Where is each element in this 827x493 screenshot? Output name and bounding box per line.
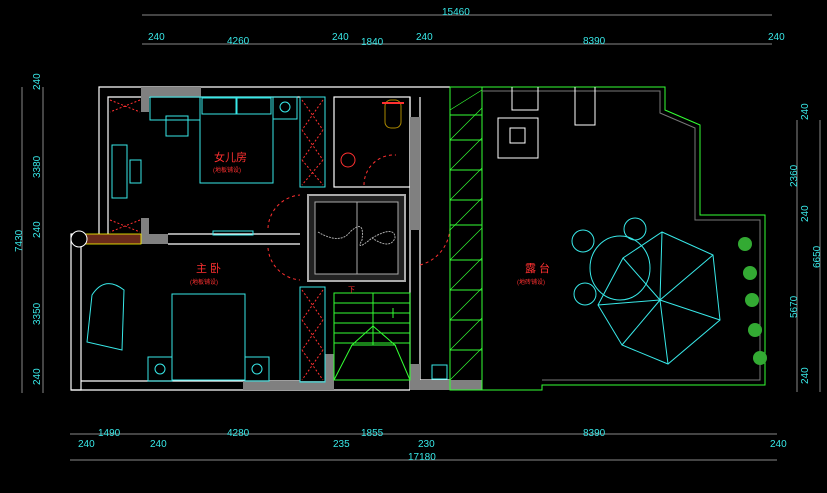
dim-right: 2360 (789, 164, 800, 187)
stairs (333, 292, 411, 381)
center-feature (307, 194, 406, 282)
room-label-master: 主 卧 (196, 262, 221, 275)
dim-bottom: 4280 (227, 428, 250, 439)
room-label-daughter: 女儿房 (214, 150, 247, 164)
umbrella-table (571, 217, 721, 365)
room-floor-master: (地板铺设) (190, 278, 218, 286)
dim-bottom-wall: 240 (150, 439, 167, 450)
bed-daughter (199, 96, 274, 184)
furniture (86, 96, 448, 382)
room-label-terrace: 露 台 (525, 261, 550, 275)
closets (299, 96, 326, 383)
dim-left: 240 (32, 73, 43, 90)
dim-right-total: 6650 (812, 245, 823, 268)
dim-bottom-wall: 240 (78, 439, 95, 450)
columns (141, 87, 482, 390)
room-floor-terrace: (地砖铺设) (517, 278, 545, 286)
dim-bottom-wall: 230 (418, 439, 435, 450)
plants (738, 237, 767, 365)
column-circle (70, 230, 88, 248)
dim-top-total: 15460 (442, 7, 470, 18)
dim-top: 240 (148, 32, 165, 43)
dim-left-total: 7430 (14, 229, 25, 252)
dim-left: 3350 (32, 302, 43, 325)
dim-bottom-wall: 235 (333, 439, 350, 450)
dim-right: 240 (800, 205, 811, 222)
dim-top: 4260 (227, 36, 250, 47)
dim-top: 1840 (361, 37, 384, 48)
closet-marks (109, 99, 324, 381)
dim-top: 8390 (583, 36, 606, 47)
dim-top: 240 (332, 32, 349, 43)
room-floor-daughter: (地板铺设) (213, 166, 241, 174)
dim-right: 240 (800, 103, 811, 120)
terrace (482, 86, 766, 391)
dim-left: 240 (32, 368, 43, 385)
dim-left: 240 (32, 221, 43, 238)
chair (165, 115, 189, 137)
dim-top: 240 (416, 32, 433, 43)
dimension-lines (21, 14, 821, 461)
dim-bottom: 1490 (98, 428, 121, 439)
dim-top: 240 (768, 32, 785, 43)
dim-right: 5670 (789, 295, 800, 318)
dim-left: 3380 (32, 155, 43, 178)
sofa (86, 283, 125, 351)
bed-master (171, 293, 246, 381)
hatched-strip (449, 86, 483, 391)
stair-label: 下 (348, 286, 355, 294)
dim-bottom-wall: 240 (770, 439, 787, 450)
dim-bottom: 8390 (583, 428, 606, 439)
dim-bottom-total: 17180 (408, 452, 436, 463)
dim-bottom: 1855 (361, 428, 384, 439)
tv-cabinet (111, 144, 128, 199)
dim-right: 240 (800, 367, 811, 384)
desk (149, 96, 201, 121)
toilet (384, 99, 402, 129)
